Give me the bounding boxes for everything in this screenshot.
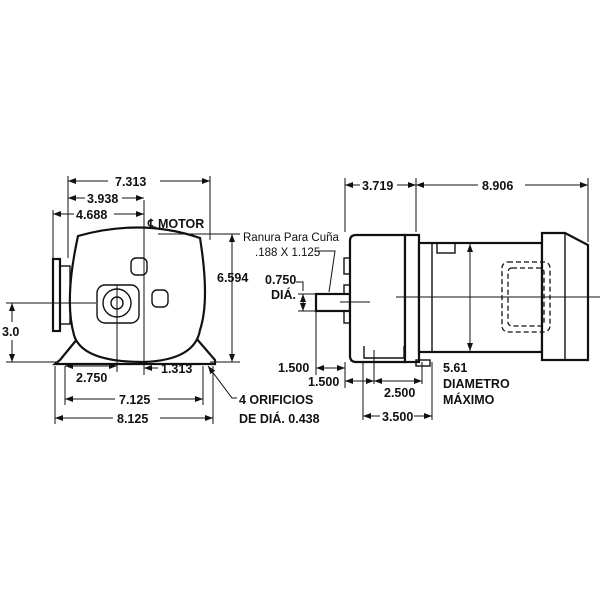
dim-7313: 7.313 [115,175,146,189]
motor-body-side [314,231,600,367]
dim-6594: 6.594 [217,271,248,285]
dim-8906: 8.906 [482,179,513,193]
dim-3-0: 3.0 [2,325,19,339]
dim-2500: 2.500 [384,386,415,400]
holes-note-line2: DE DIÁ. 0.438 [239,411,320,426]
keyway-note-line2: .188 X 1.125 [255,247,320,259]
centerline-label: MOTOR [158,217,204,231]
dim-1500-base: 1.500 [308,375,339,389]
side-view: 3.719 8.906 Ranura Para Cuña .188 X 1.12… [243,178,600,424]
max-dia-value: 5.61 [443,361,467,375]
front-view: 7.313 3.938 4.688 ℄ MOTOR 6.594 3.0 2.75… [2,175,320,426]
dim-1500-shaft: 1.500 [278,361,309,375]
dim-4688: 4.688 [76,208,107,222]
max-dia-line3: MÁXIMO [443,392,495,407]
dim-8125: 8.125 [117,412,148,426]
dim-3500: 3.500 [382,410,413,424]
motor-body-front [6,200,217,375]
shaft-dia-label: DIÁ. [271,287,296,302]
dim-7125: 7.125 [119,393,150,407]
max-dia-line2: DIAMETRO [443,377,510,391]
dim-3938: 3.938 [87,192,118,206]
shaft-dia-value: 0.750 [265,273,296,287]
centerline-symbol: ℄ [147,217,156,231]
dim-2750: 2.750 [76,371,107,385]
dim-3719: 3.719 [362,179,393,193]
dim-1313: 1.313 [161,362,192,376]
keyway-note-line1: Ranura Para Cuña [243,232,339,244]
holes-note-line1: 4 ORIFICIOS [239,393,313,407]
